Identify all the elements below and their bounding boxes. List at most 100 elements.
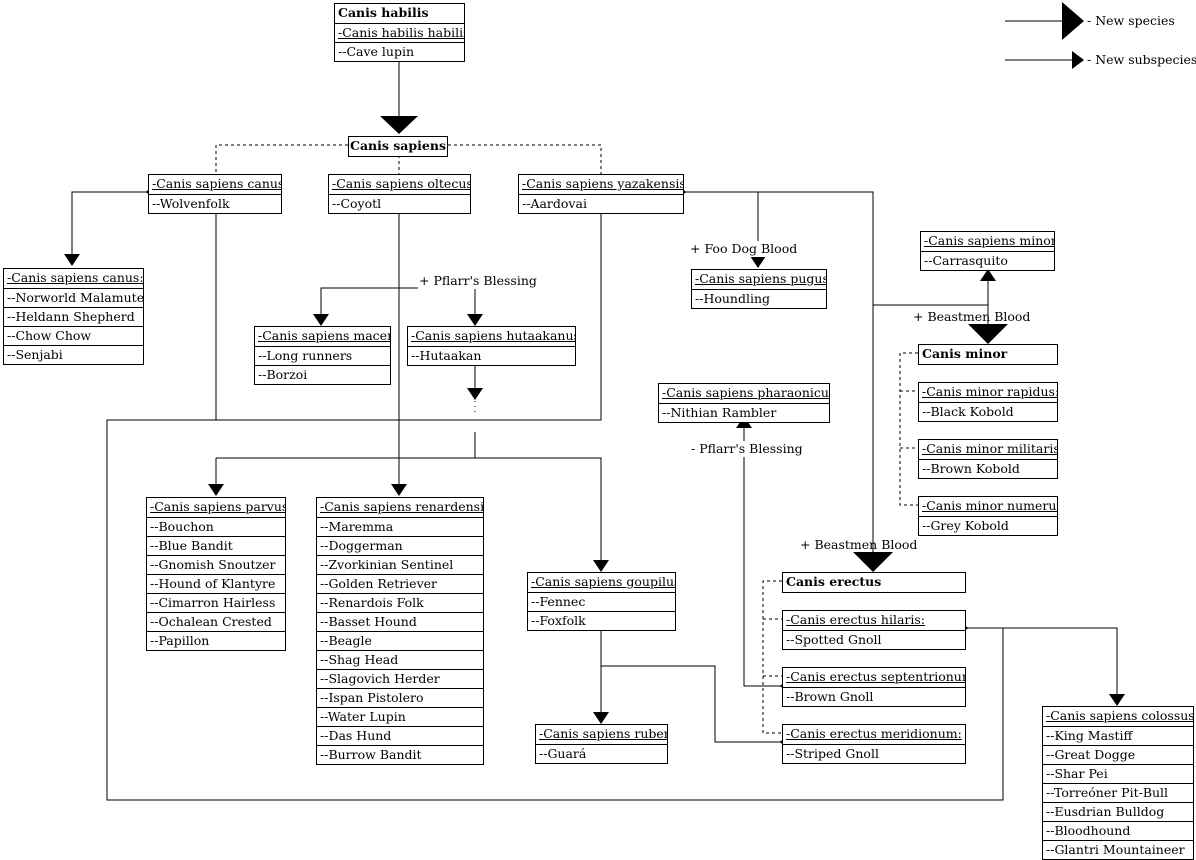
box-canis-sapiens-canus: -Canis sapiens canus: --Wolvenfolk <box>148 174 282 214</box>
box-item: --Doggerman <box>317 536 483 555</box>
legend-new-subspecies: - New subspecies <box>1086 52 1196 68</box>
edge-label-pflarr-plus: + Pflarr's Blessing <box>418 273 538 289</box>
box-canis-sapiens: Canis sapiens <box>348 136 448 157</box>
box-item: --Hutaakan <box>408 346 575 365</box>
box-item: --Burrow Bandit <box>317 745 483 764</box>
edge-label-beastmen-1: + Beastmen Blood <box>913 309 1031 324</box>
box-header: -Canis sapiens yazakensis: <box>522 176 683 191</box>
box-item: --Glantri Mountaineer <box>1043 840 1193 859</box>
box-item: --Ispan Pistolero <box>317 688 483 707</box>
box-canis-minor-numerus: -Canis minor numerus: --Grey Kobold <box>918 496 1058 536</box>
box-item: --Great Dogge <box>1043 745 1193 764</box>
box-header: -Canis erectus septentrionum: <box>786 669 965 684</box>
box-canis-sapiens-goupilus: -Canis sapiens goupilus: --Fennec --Foxf… <box>527 572 676 631</box>
edge-label-foo-dog: + Foo Dog Blood <box>689 241 799 257</box>
box-item: --Aardovai <box>519 194 683 213</box>
box-item: --Bloodhound <box>1043 821 1193 840</box>
box-item: --Papillon <box>147 631 285 650</box>
box-header: -Canis sapiens ruber: <box>539 726 667 741</box>
legend-new-species: - New species <box>1086 13 1176 29</box>
box-item: --Houndling <box>692 289 826 308</box>
box-header: -Canis sapiens canus: <box>7 270 143 285</box>
box-item: --Slagovich Herder <box>317 669 483 688</box>
box-item: --Coyotl <box>329 194 470 213</box>
box-item: --Golden Retriever <box>317 574 483 593</box>
box-item: --Hound of Klantyre <box>147 574 285 593</box>
box-item: --Shag Head <box>317 650 483 669</box>
box-item: --Water Lupin <box>317 707 483 726</box>
box-item: --Gnomish Snoutzer <box>147 555 285 574</box>
box-item: --Wolvenfolk <box>149 194 281 213</box>
box-canis-sapiens-oltecus: -Canis sapiens oltecus: --Coyotl <box>328 174 471 214</box>
box-header: -Canis sapiens hutaakanus: <box>411 328 575 343</box>
box-header: -Canis minor rapidus: <box>922 384 1057 399</box>
box-canis-erectus-meridionum: -Canis erectus meridionum: --Striped Gno… <box>782 724 966 764</box>
box-title: Canis habilis <box>338 5 429 20</box>
box-item: --Ochalean Crested <box>147 612 285 631</box>
box-canis-erectus-hilaris: -Canis erectus hilaris: --Spotted Gnoll <box>782 610 966 650</box>
box-header: -Canis habilis habilis: <box>335 23 464 42</box>
box-canis-sapiens-macer: -Canis sapiens macer: --Long runners --B… <box>254 326 391 385</box>
box-item: --Blue Bandit <box>147 536 285 555</box>
box-item: --King Mastiff <box>1043 726 1193 745</box>
box-item: --Norworld Malamute <box>4 288 143 307</box>
box-item: --Bouchon <box>147 517 285 536</box>
box-item: --Eusdrian Bulldog <box>1043 802 1193 821</box>
box-item: --Grey Kobold <box>919 516 1057 535</box>
box-item: --Zvorkinian Sentinel <box>317 555 483 574</box>
box-item: --Spotted Gnoll <box>783 630 965 649</box>
box-header: -Canis sapiens pharaonicus: <box>662 385 829 400</box>
box-item: --Brown Gnoll <box>783 687 965 706</box>
box-item: --Cave lupin <box>335 42 464 61</box>
box-title: Canis erectus <box>786 574 882 589</box>
box-header: -Canis sapiens colossus: <box>1046 708 1193 723</box>
box-item: --Guará <box>536 744 667 763</box>
box-item: --Renardois Folk <box>317 593 483 612</box>
box-canis-minor: Canis minor <box>918 344 1058 365</box>
box-canis-erectus: Canis erectus <box>782 572 966 593</box>
box-header: -Canis minor militaris: <box>922 441 1057 456</box>
box-header: -Canis sapiens macer: <box>258 328 390 343</box>
box-header: -Canis minor numerus: <box>922 498 1057 513</box>
box-item: --Shar Pei <box>1043 764 1193 783</box>
box-item: --Chow Chow <box>4 326 143 345</box>
box-header: -Canis sapiens parvus: <box>150 499 285 514</box>
box-header: -Canis sapiens minor: <box>924 233 1054 248</box>
box-canis-habilis: Canis habilis -Canis habilis habilis: --… <box>334 3 465 62</box>
box-header: -Canis sapiens canus: <box>152 176 281 191</box>
box-header: -Canis erectus hilaris: <box>786 612 926 627</box>
box-item: --Carrasquito <box>921 251 1054 270</box>
box-header: -Canis sapiens pugus: <box>695 271 826 286</box>
edge-label-pflarr-minus: - Pflarr's Blessing <box>690 441 804 457</box>
box-canis-minor-rapidus: -Canis minor rapidus: --Black Kobold <box>918 382 1058 422</box>
box-item: --Basset Hound <box>317 612 483 631</box>
box-item: --Striped Gnoll <box>783 744 965 763</box>
box-item: --Beagle <box>317 631 483 650</box>
box-canis-sapiens-ruber: -Canis sapiens ruber: --Guará <box>535 724 668 764</box>
box-item: --Torreóner Pit-Bull <box>1043 783 1193 802</box>
edge-label-beastmen-2: + Beastmen Blood <box>800 537 918 552</box>
box-item: --Nithian Rambler <box>659 403 829 422</box>
box-canis-sapiens-yazakensis: -Canis sapiens yazakensis: --Aardovai <box>518 174 684 214</box>
box-item: --Fennec <box>528 592 675 611</box>
box-header: -Canis sapiens goupilus: <box>531 574 675 589</box>
box-canis-sapiens-parvus: -Canis sapiens parvus: --Bouchon --Blue … <box>146 497 286 651</box>
box-item: --Das Hund <box>317 726 483 745</box>
box-item: --Cimarron Hairless <box>147 593 285 612</box>
box-canis-sapiens-pharaonicus: -Canis sapiens pharaonicus: --Nithian Ra… <box>658 383 830 423</box>
box-item: --Brown Kobold <box>919 459 1057 478</box>
box-item: --Black Kobold <box>919 402 1057 421</box>
box-canis-erectus-septentrionum: -Canis erectus septentrionum: --Brown Gn… <box>782 667 966 707</box>
box-title: Canis minor <box>922 346 1008 361</box>
box-item: --Long runners <box>255 346 390 365</box>
box-canis-sapiens-minor: -Canis sapiens minor: --Carrasquito <box>920 231 1055 271</box>
box-canis-minor-militaris: -Canis minor militaris: --Brown Kobold <box>918 439 1058 479</box>
box-title: Canis sapiens <box>350 138 446 153</box>
box-item: --Heldann Shepherd <box>4 307 143 326</box>
box-header: -Canis sapiens renardensis: <box>320 499 483 514</box>
box-header: -Canis erectus meridionum: <box>786 726 962 741</box>
box-item: --Senjabi <box>4 345 143 364</box>
box-canis-sapiens-canus-breeds: -Canis sapiens canus: --Norworld Malamut… <box>3 268 144 365</box>
box-item: --Maremma <box>317 517 483 536</box>
